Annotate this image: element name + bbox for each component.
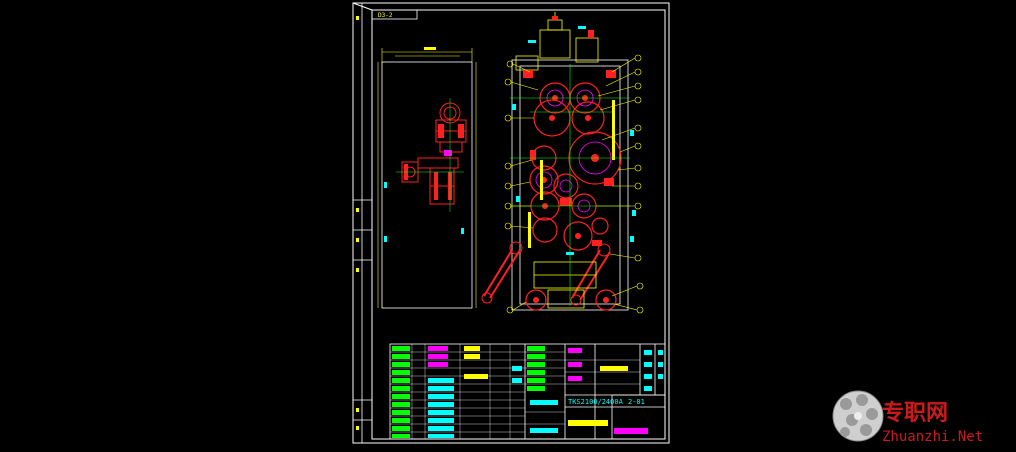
drawing-code-box: D3-2 — [371, 9, 418, 20]
watermark-en: Zhuanzhi.Net — [882, 429, 983, 445]
part-number-label: TKS2100/2400A — [568, 398, 624, 406]
gear-ball-icon — [832, 390, 884, 442]
title-block: TKS2100/2400A 2-01 — [389, 343, 666, 440]
drawing-code: D3-2 — [378, 12, 393, 19]
sheet-number-label: 2-01 — [628, 398, 645, 406]
part-callouts — [504, 54, 644, 314]
binding-strip-marks — [356, 16, 359, 430]
binding-strip — [353, 3, 372, 443]
gear-train-view — [481, 12, 636, 311]
title-block-company-text — [614, 428, 648, 434]
watermark-cn: 专职网 — [882, 400, 948, 426]
watermark: 专职网 Zhuanzhi.Net — [832, 390, 983, 445]
side-view — [377, 47, 477, 309]
title-block-name-text — [568, 420, 608, 426]
